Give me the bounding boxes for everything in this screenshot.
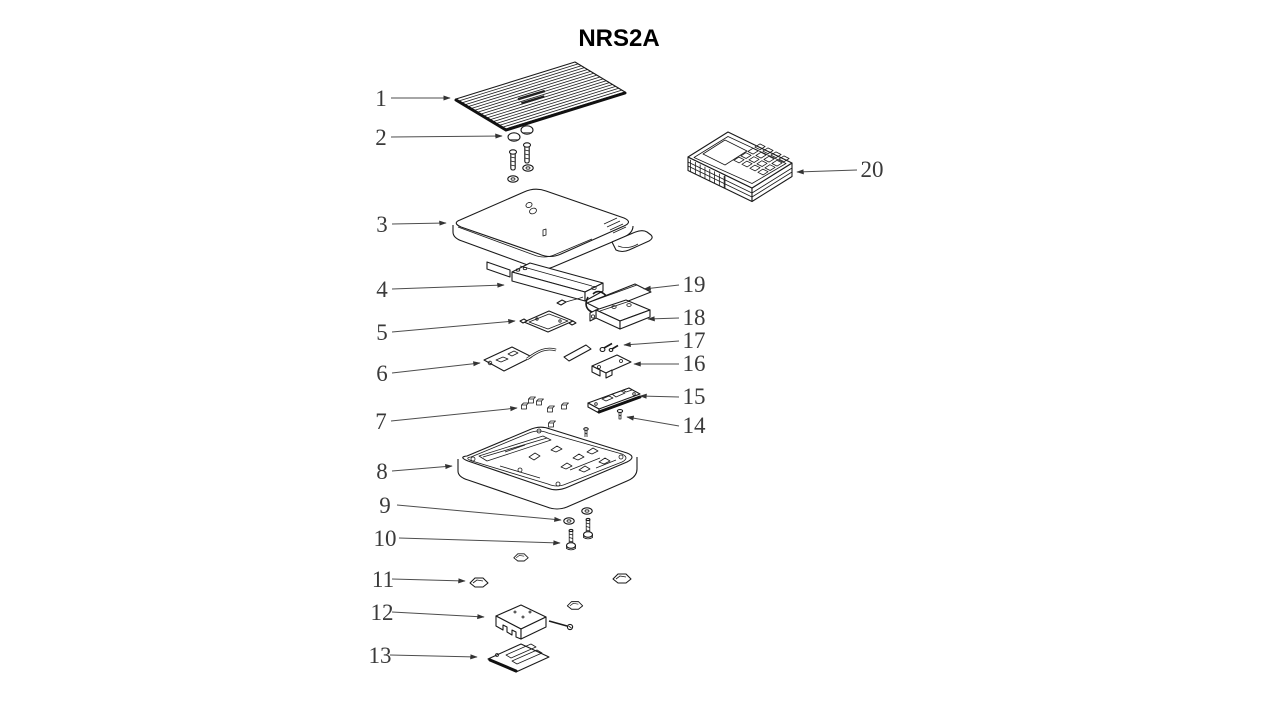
- cover-slot: [542, 228, 547, 237]
- part-8-bottom-case: [457, 426, 638, 510]
- case-ribs: [470, 428, 624, 487]
- diagram-title: NRS2A: [578, 25, 659, 52]
- part-14-tiny-screw: [616, 408, 624, 420]
- leader-line-11: [391, 578, 466, 584]
- leader-line-12: [391, 611, 485, 620]
- part-13-battery-cover: [487, 643, 550, 673]
- leader-line-10: [398, 537, 561, 546]
- remote-screen: [702, 139, 748, 166]
- part-7-button-pads: [521, 396, 569, 428]
- part-label-7: 7: [375, 409, 387, 434]
- part-label-13: 13: [369, 643, 392, 668]
- leader-line-9: [396, 504, 562, 522]
- part-5-bracket-frame: [519, 310, 577, 333]
- part-19-label-sheet: [586, 283, 652, 312]
- part-2-fasteners: [507, 125, 534, 183]
- part-9-washers: [563, 507, 593, 525]
- part-labels: 1 2 3 4 5 6 7 8 9 10 11 12 13 14 15 16 1…: [369, 86, 884, 668]
- case-screw: [583, 427, 589, 437]
- leader-line-6: [391, 361, 481, 374]
- part-label-6: 6: [376, 361, 388, 386]
- part-label-4: 4: [376, 277, 388, 302]
- leader-line-7: [390, 406, 518, 422]
- leader-line-14: [626, 415, 680, 427]
- part-17-small-screws: [599, 342, 619, 353]
- leader-line-19: [643, 284, 680, 291]
- leader-line-17: [623, 340, 680, 348]
- leader-line-4: [391, 282, 505, 290]
- part-label-14: 14: [683, 413, 707, 438]
- part-11-rubber-feet: [469, 553, 632, 610]
- part-18-bracket-block: [589, 299, 651, 330]
- part-label-1: 1: [375, 86, 387, 111]
- part-label-8: 8: [376, 459, 388, 484]
- mat-rib-lines: [459, 63, 622, 128]
- cover-vents: [603, 217, 627, 234]
- leader-line-18: [647, 316, 680, 322]
- part-label-10: 10: [374, 526, 397, 551]
- leader-line-2: [390, 133, 503, 139]
- part-16-small-pcb: [591, 354, 632, 379]
- mat-logo-mark: [517, 89, 546, 105]
- display-cutout-8: [525, 202, 537, 215]
- part-label-12: 12: [371, 600, 394, 625]
- remote-keypad: [733, 143, 790, 176]
- part-3-top-cover: [452, 188, 653, 278]
- part-label-11: 11: [372, 567, 394, 592]
- part-label-5: 5: [376, 320, 388, 345]
- leader-line-20: [796, 169, 858, 175]
- part-label-2: 2: [375, 125, 387, 150]
- leader-line-3: [391, 220, 447, 226]
- part-4-load-cell: [511, 262, 610, 314]
- part-label-20: 20: [861, 157, 884, 182]
- leader-line-5: [391, 319, 516, 333]
- leader-line-15: [639, 393, 680, 399]
- part-20-remote-control: [687, 131, 793, 203]
- leader-line-8: [391, 464, 453, 472]
- part-12-battery-holder: [495, 604, 574, 640]
- part-6-pcb-cable: [483, 344, 592, 372]
- part-label-3: 3: [376, 212, 388, 237]
- leader-line-13: [389, 654, 478, 660]
- part-label-16: 16: [683, 351, 706, 376]
- part-label-19: 19: [683, 272, 706, 297]
- part-15-pcb-assembly: [587, 387, 642, 414]
- part-label-9: 9: [379, 493, 391, 518]
- part-1-platform-mat: [454, 61, 627, 132]
- part-label-15: 15: [683, 384, 706, 409]
- holder-screw: [548, 620, 574, 631]
- remote-battery-ridges: [690, 159, 725, 189]
- part-label-18: 18: [683, 305, 706, 330]
- part-label-17: 17: [683, 328, 706, 353]
- leader-lines: [389, 95, 858, 660]
